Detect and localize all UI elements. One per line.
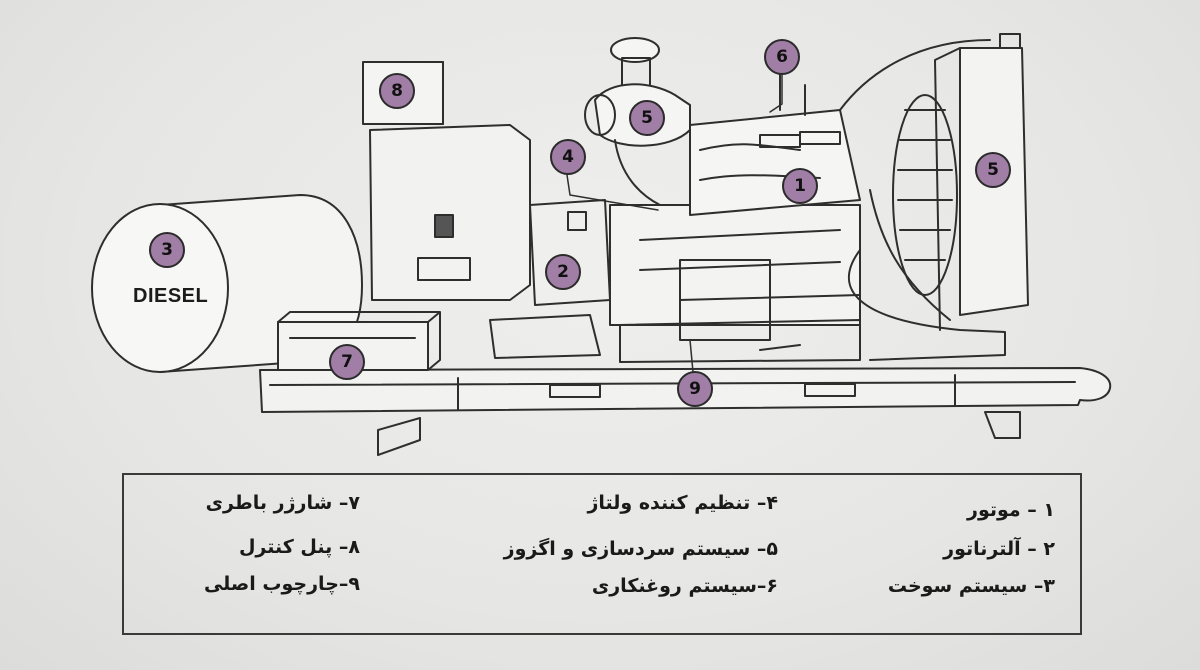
legend-item-1: ۱ – موتور: [967, 499, 1055, 521]
fuel-tank-drawing: [91, 194, 363, 373]
marker-battery-charger: 7: [329, 344, 365, 380]
marker-main-frame: 9: [677, 371, 713, 407]
marker-fuel-system: 3: [149, 232, 185, 268]
marker-voltage-regulator: 4: [550, 139, 586, 175]
marker-alternator: 2: [545, 254, 581, 290]
legend-item-3: ۳– سیستم سوخت: [887, 575, 1055, 597]
legend-item-7: ۷– شارژر باطری: [205, 492, 360, 514]
engine-drawing: [609, 109, 861, 363]
marker-exhaust: 5: [629, 100, 665, 136]
legend-item-9: ۹–چارچوب اصلی: [203, 573, 360, 595]
marker-lubrication: 6: [764, 39, 800, 75]
legend-item-6: ۶–سیستم روغنکاری: [591, 575, 778, 597]
legend-item-8: ۸– پنل کنترل: [238, 536, 360, 558]
leader-lines: [566, 73, 783, 373]
marker-engine: 1: [782, 168, 818, 204]
legend-item-4: ۴– تنظیم کننده ولتاژ: [587, 492, 778, 514]
legend-item-2: ۲ – آلترناتور: [943, 538, 1055, 560]
marker-control-panel: 8: [379, 73, 415, 109]
radiator-drawing: [839, 33, 1029, 361]
marker-cooling: 5: [975, 152, 1011, 188]
legend-item-5: ۵– سیستم سردسازی و اگزوز: [503, 538, 778, 560]
fuel-tank-label: DIESEL: [133, 285, 209, 307]
legend-box: ۱ – موتور ۲ – آلترناتور ۳– سیستم سوخت ۴–…: [122, 473, 1082, 635]
